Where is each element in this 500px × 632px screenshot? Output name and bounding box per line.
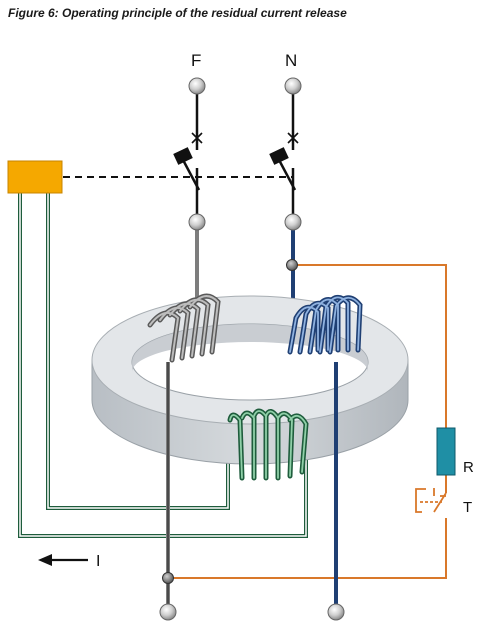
neutral-label: N: [285, 51, 297, 70]
detection-winding-highlight: [229, 410, 307, 479]
test-button[interactable]: [415, 488, 447, 513]
test-circuit-wire: [292, 264, 447, 428]
neutral-winding-highlight: [289, 296, 361, 353]
junction-phase: [162, 572, 174, 584]
current-label: I: [96, 553, 100, 570]
terminal-phase-output: [159, 603, 177, 621]
terminal-phase-switch: [188, 213, 206, 231]
detection-coil-leads-inner: [19, 193, 307, 537]
terminal-phase-input: [188, 77, 206, 95]
terminal-neutral-switch: [284, 213, 302, 231]
x-mark-icon: [287, 132, 299, 144]
resistor: [436, 427, 456, 476]
test-circuit: [168, 264, 447, 579]
figure-title: Figure 6: Operating principle of the res…: [8, 6, 347, 20]
phase-label: F: [191, 51, 201, 70]
terminal-neutral-output: [327, 603, 345, 621]
x-mark-icon: [191, 132, 203, 144]
resistor-label: R: [463, 459, 474, 476]
release-box: [7, 160, 63, 194]
switch-contact-phase: [173, 147, 201, 191]
arrow-left-icon: [38, 554, 88, 566]
switch-contact-neutral: [269, 147, 297, 191]
test-circuit-wire-return: [168, 518, 447, 579]
test-button-label: T: [463, 499, 472, 516]
terminal-neutral-input: [284, 77, 302, 95]
phase-winding-highlight: [149, 295, 220, 361]
junction-neutral: [286, 259, 298, 271]
